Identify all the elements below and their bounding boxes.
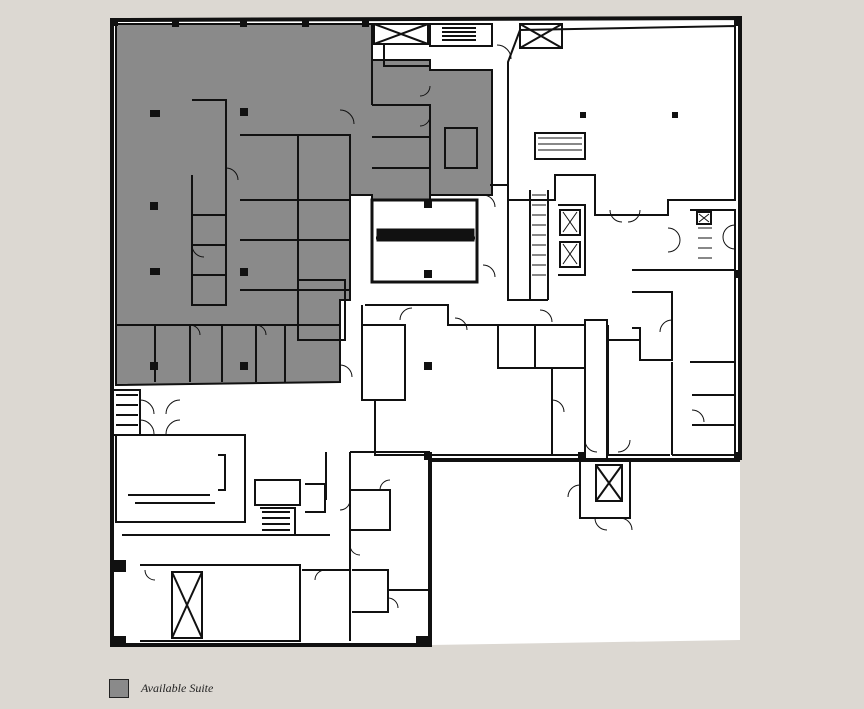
- legend-swatch: [109, 679, 129, 698]
- door-swings: [139, 44, 736, 609]
- elevator-cores: [532, 137, 712, 276]
- suite-interior-walls: [116, 45, 478, 382]
- top-service-shafts: [373, 23, 563, 49]
- east-tenant-walls: [490, 24, 736, 456]
- legend: Available Suite: [109, 679, 213, 698]
- legend-label: Available Suite: [141, 681, 214, 695]
- central-tenant-walls: [361, 304, 631, 519]
- restroom-core: [370, 198, 479, 284]
